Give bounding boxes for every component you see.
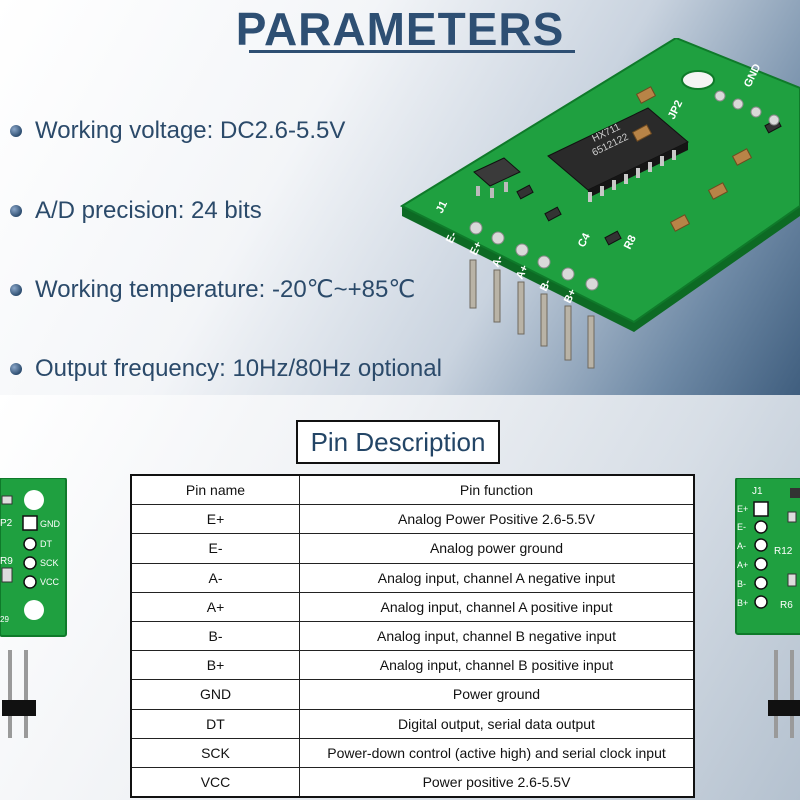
pin-function-cell: Analog power ground <box>299 533 695 564</box>
table-row: GND Power ground <box>130 679 695 710</box>
column-header: Pin name <box>130 474 300 506</box>
pin-label: A- <box>737 541 746 551</box>
silk-label: J1 <box>434 199 450 215</box>
param-item-voltage: Working voltage: DC2.6-5.5V <box>10 117 345 145</box>
bullet-icon <box>10 205 22 217</box>
mounting-hole <box>24 490 44 510</box>
pin-label: E- <box>737 522 746 532</box>
param-text: Output frequency: 10Hz/80Hz optional <box>35 355 442 382</box>
silk-label: E+ <box>468 240 485 258</box>
table-row: E- Analog power ground <box>130 533 695 564</box>
silk-label: B+ <box>562 287 579 305</box>
hx711-chip: HX711 6512122 <box>547 107 689 202</box>
table-row: B+ Analog input, channel B positive inpu… <box>130 650 695 681</box>
mounting-hole <box>681 70 715 90</box>
table-row: B- Analog input, channel B negative inpu… <box>130 620 695 652</box>
pin-function-cell: Analog input, channel A positive input <box>299 591 695 622</box>
pin-name-cell: SCK <box>130 737 300 768</box>
pin-label: SCK <box>40 558 59 568</box>
pin-name-cell: E- <box>130 533 300 564</box>
pin-label: B+ <box>737 598 748 608</box>
pin-name-cell: GND <box>130 679 300 710</box>
silk-label: P2 <box>0 518 13 529</box>
silk-label: R12 <box>774 546 793 557</box>
silk-label: B- <box>538 277 554 293</box>
bullet-icon <box>10 283 22 296</box>
silk-label: R8 <box>622 233 639 251</box>
param-item-precision: A/D precision: 24 bits <box>10 197 262 225</box>
pin-label: DT <box>40 539 52 549</box>
bullet-icon <box>10 363 22 375</box>
pin-name-cell: VCC <box>130 766 300 798</box>
header-pins <box>469 259 595 369</box>
pin-function-cell: Power ground <box>299 679 695 710</box>
title-underline <box>249 50 575 53</box>
param-text: Working voltage: DC2.6-5.5V <box>35 117 346 144</box>
smd-components <box>516 86 782 246</box>
hx711-board-image: HX711 6512122 <box>399 38 800 369</box>
param-text: Working temperature: -20℃~+85℃ <box>35 276 416 303</box>
silk-label: E- <box>444 230 460 245</box>
pin-function-cell: Analog input, channel B negative input <box>299 620 695 652</box>
bullet-icon <box>10 125 22 137</box>
table-row: DT Digital output, serial data output <box>130 708 695 739</box>
pin-name-cell: A- <box>130 562 300 593</box>
left-board-image: P2 R9 29 GND DT SCK VCC <box>0 478 67 738</box>
pin-function-cell: Analog Power Positive 2.6-5.5V <box>299 504 695 535</box>
pin-description-title: Pin Description <box>296 420 500 464</box>
table-header-row: Pin name Pin function <box>130 474 695 506</box>
silk-label: C4 <box>576 231 593 250</box>
table-row: A+ Analog input, channel A positive inpu… <box>130 591 695 622</box>
pin-label: GND <box>40 519 61 529</box>
silk-label: R6 <box>780 600 793 611</box>
section-title: Pin Description <box>310 426 486 457</box>
param-item-frequency: Output frequency: 10Hz/80Hz optional <box>10 355 442 383</box>
table-row: VCC Power positive 2.6-5.5V <box>130 766 695 798</box>
pcb-board <box>735 478 800 635</box>
solder-pads <box>469 90 780 291</box>
pin-label: VCC <box>40 577 60 587</box>
column-header: Pin function <box>299 474 695 506</box>
table-row: SCK Power-down control (active high) and… <box>130 737 695 768</box>
pin-function-cell: Analog input, channel B positive input <box>299 650 695 681</box>
param-text: A/D precision: 24 bits <box>35 197 262 224</box>
pin-label: B- <box>737 579 746 589</box>
header-pads <box>753 501 769 609</box>
transistor <box>473 157 521 198</box>
page-title: PARAMETERS <box>235 3 565 55</box>
silk-label: A+ <box>514 263 531 281</box>
pin-function-cell: Digital output, serial data output <box>299 708 695 739</box>
pin-name-cell: B- <box>130 620 300 652</box>
header-pins <box>2 650 36 738</box>
pin-name-cell: DT <box>130 708 300 739</box>
silk-label: R9 <box>0 556 13 567</box>
pin-name-cell: E+ <box>130 504 300 535</box>
pin-label: A+ <box>737 560 748 570</box>
pin-function-cell: Power-down control (active high) and ser… <box>299 737 695 768</box>
pin-function-cell: Power positive 2.6-5.5V <box>299 766 695 798</box>
table-row: A- Analog input, channel A negative inpu… <box>130 562 695 593</box>
table-row: E+ Analog Power Positive 2.6-5.5V <box>130 504 695 535</box>
pin-table: Pin name Pin function E+ Analog Power Po… <box>130 474 695 799</box>
pin-name-cell: A+ <box>130 591 300 622</box>
right-board-image: J1 R12 R6 E+ E- A- A+ B- B+ <box>735 478 800 738</box>
header-pins <box>768 650 800 738</box>
pin-label: E+ <box>737 504 748 514</box>
pin-name-cell: B+ <box>130 650 300 681</box>
silk-label: 29 <box>0 615 9 624</box>
silk-label: J1 <box>752 486 763 497</box>
header-pads <box>22 515 38 589</box>
silk-label: A- <box>490 253 506 269</box>
param-item-temperature: Working temperature: -20℃~+85℃ <box>10 275 415 304</box>
pin-function-cell: Analog input, channel A negative input <box>299 562 695 593</box>
mounting-hole <box>24 600 44 620</box>
